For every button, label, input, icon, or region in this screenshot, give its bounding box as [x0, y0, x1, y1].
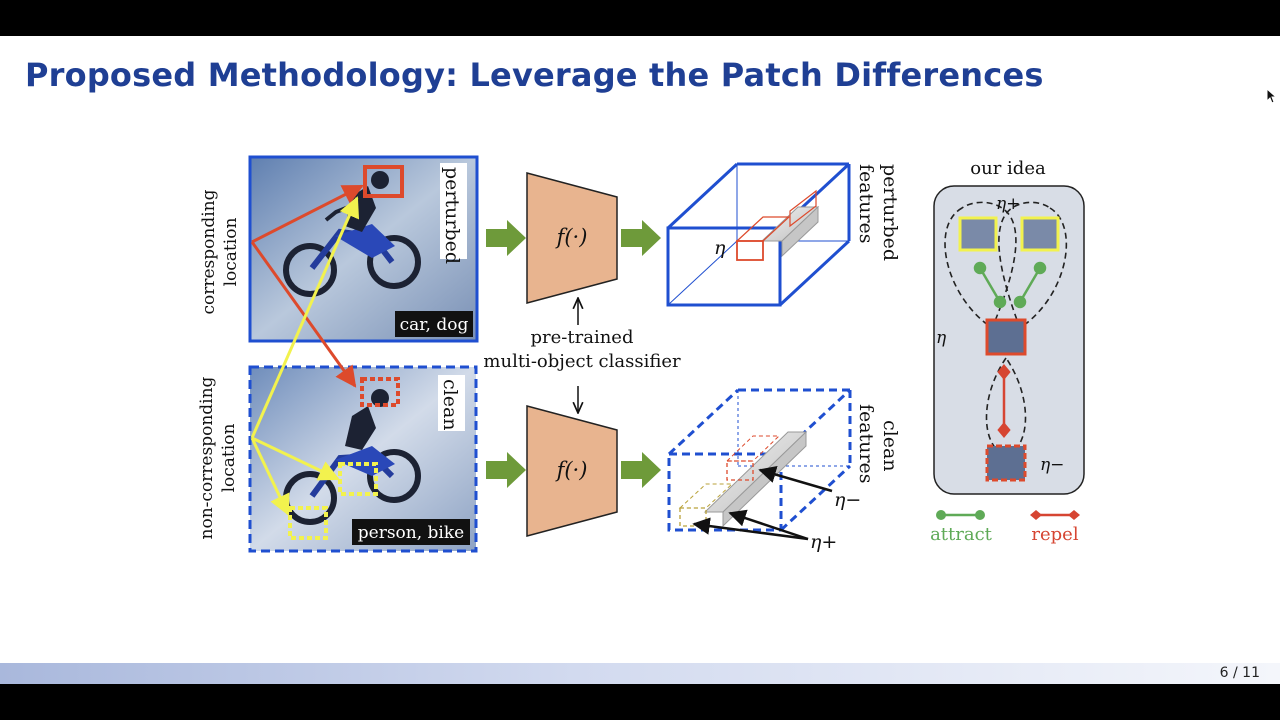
page-separator: / — [1228, 665, 1243, 681]
svg-text:location: location — [219, 424, 239, 493]
eta-minus-idea: η− — [1040, 455, 1064, 475]
our-idea-title: our idea — [970, 158, 1046, 179]
svg-text:location: location — [221, 218, 241, 287]
svg-text:perturbed: perturbed — [879, 164, 901, 261]
perturbed-image: perturbed car, dog — [248, 155, 479, 343]
our-idea-panel: our idea η+ — [933, 158, 1085, 495]
classifier-caption: pre-trained multi-object classifier — [483, 327, 681, 372]
svg-text:clean: clean — [879, 420, 901, 472]
motocross-rider-picture-clean — [283, 389, 421, 525]
repel-legend: repel — [1030, 510, 1080, 545]
noncorresponding-location-label: non-corresponding location — [197, 376, 239, 539]
perturbed-features-label: perturbed features — [855, 164, 901, 261]
slide-title: Proposed Methodology: Leverage the Patch… — [25, 56, 1044, 94]
correspondence-arrows — [250, 184, 364, 516]
svg-text:f(·): f(·) — [555, 225, 588, 249]
eta-plus-idea: η+ — [996, 194, 1020, 214]
clean-labels: person, bike — [358, 523, 464, 543]
svg-text:f(·): f(·) — [555, 458, 588, 482]
attract-legend: attract — [930, 510, 993, 545]
slide: Proposed Methodology: Leverage the Patch… — [0, 36, 1280, 684]
eta-plus-label: η+ — [810, 531, 837, 553]
perturbed-labels: car, dog — [400, 315, 469, 335]
svg-text:multi-object classifier: multi-object classifier — [483, 351, 681, 372]
eta-minus-label: η− — [834, 489, 861, 511]
svg-text:features: features — [855, 164, 877, 244]
clean-tag: clean — [439, 379, 461, 431]
perturbed-tag: perturbed — [441, 167, 463, 264]
svg-text:repel: repel — [1031, 524, 1078, 545]
classifier-top: f(·) — [526, 172, 618, 304]
footer-bar — [0, 663, 1280, 684]
page-current: 6 — [1219, 665, 1229, 681]
clean-feature-cube — [667, 388, 852, 532]
green-arrows — [486, 220, 661, 488]
methodology-diagram: perturbed car, dog clean person, bike — [197, 155, 1085, 553]
svg-text:non-corresponding: non-corresponding — [197, 376, 217, 539]
eta-idea: η — [936, 328, 947, 348]
svg-text:attract: attract — [930, 524, 993, 545]
classifier-bottom: f(·) — [526, 405, 618, 537]
page-number: 6 / 11 — [1220, 665, 1260, 681]
page-total: 11 — [1242, 665, 1260, 681]
eta-pointer-arrows — [692, 466, 833, 541]
eta-label-perturbed: η — [714, 237, 726, 259]
svg-text:features: features — [855, 404, 877, 484]
svg-text:corresponding: corresponding — [199, 189, 219, 314]
corresponding-location-label: corresponding location — [199, 189, 241, 314]
clean-image: clean person, bike — [248, 365, 478, 553]
clean-features-label: clean features — [855, 404, 901, 484]
mouse-cursor-icon — [1266, 88, 1278, 104]
perturbed-feature-cube — [666, 162, 851, 307]
svg-text:pre-trained: pre-trained — [531, 327, 634, 348]
